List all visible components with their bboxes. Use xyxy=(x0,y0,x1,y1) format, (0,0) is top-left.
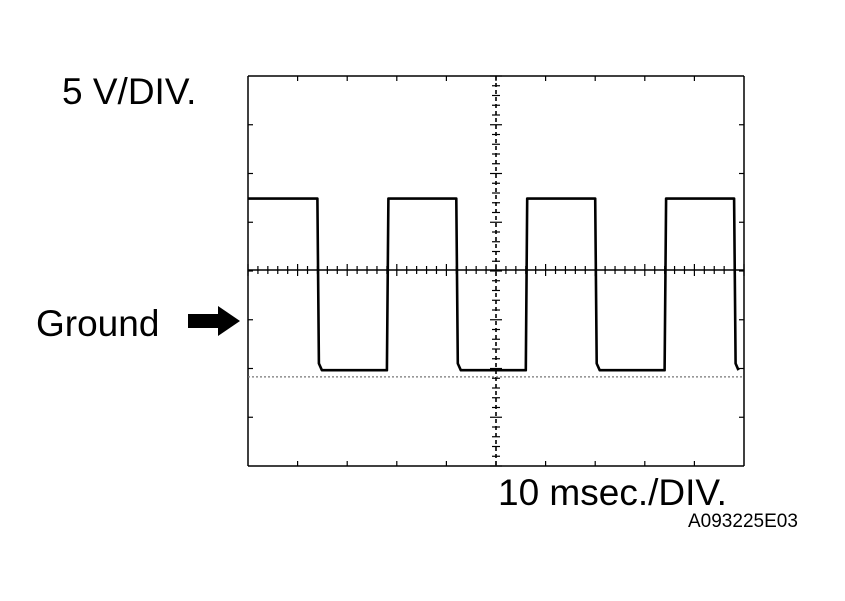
waveform-trace xyxy=(248,197,740,372)
ground-label: Ground xyxy=(36,303,160,344)
ground-arrow-icon xyxy=(188,306,240,336)
time-scale-label: 10 msec./DIV. xyxy=(498,472,727,513)
figure-code: A093225E03 xyxy=(688,511,798,532)
scope-axis-ticks xyxy=(247,75,745,467)
voltage-scale-label: 5 V/DIV. xyxy=(62,71,197,112)
